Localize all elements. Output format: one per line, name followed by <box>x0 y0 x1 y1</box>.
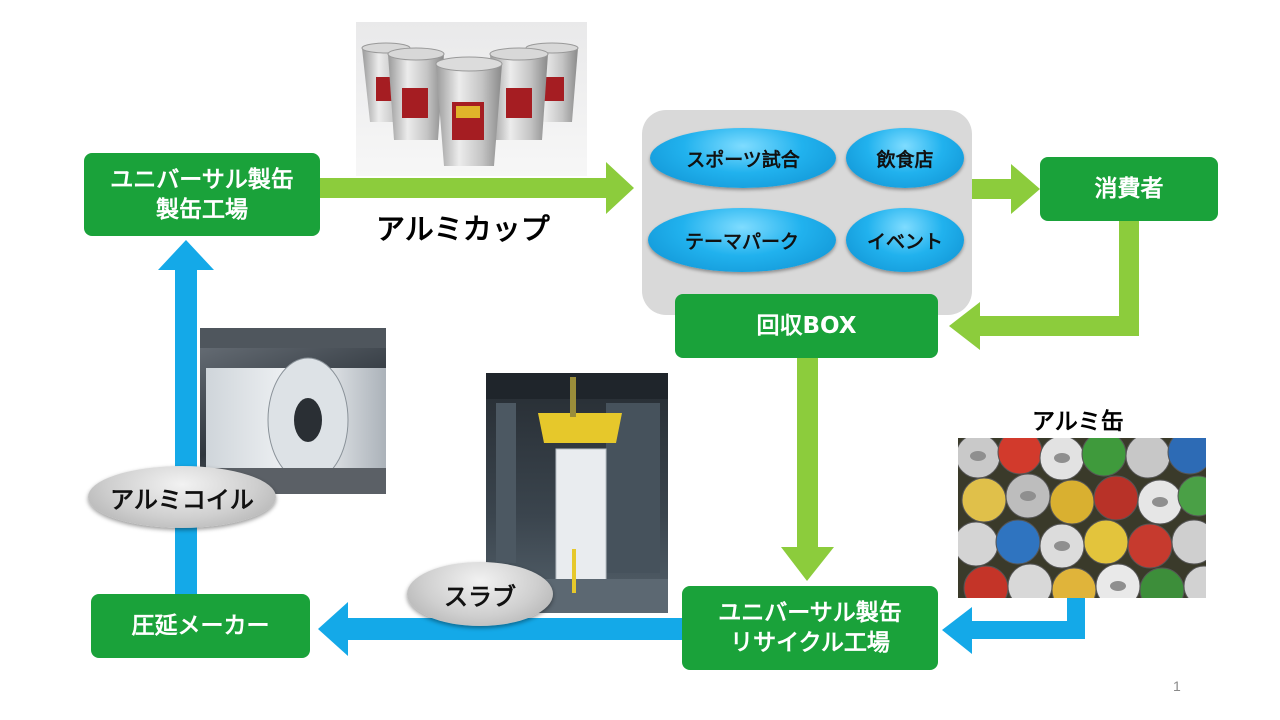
collection-box-node: 回収BOX <box>675 294 938 358</box>
arrow-consumer-to-box-head <box>949 302 980 350</box>
aluminum-cans-illustration <box>958 438 1206 598</box>
venue-event: イベント <box>846 208 964 272</box>
page-number: 1 <box>1173 678 1181 694</box>
arrow-venues-to-consumer-head <box>1011 164 1040 214</box>
can-factory-node: ユニバーサル製缶 製缶工場 <box>84 153 320 236</box>
aluminum-cups-photo <box>356 22 587 176</box>
aluminum-cans-photo <box>958 438 1206 598</box>
aluminum-cup-label: アルミカップ <box>376 212 550 246</box>
arrow-rolling-to-factory <box>175 268 197 594</box>
aluminum-coil-label: アルミコイル <box>88 466 276 528</box>
recycle-factory-node: ユニバーサル製缶 リサイクル工場 <box>682 586 938 670</box>
rolling-maker-node: 圧延メーカー <box>91 594 310 658</box>
arrow-rolling-to-factory-head <box>158 240 214 270</box>
arrow-recycle-to-rolling <box>346 618 682 640</box>
venue-theme-park: テーマパーク <box>648 208 836 272</box>
consumer-node: 消費者 <box>1040 157 1218 221</box>
arrow-cans-to-recycle-head <box>942 607 972 654</box>
arrow-factory-to-venues-head <box>606 162 634 214</box>
arrow-cans-to-recycle <box>970 598 1085 639</box>
venue-restaurant: 飲食店 <box>846 128 964 188</box>
arrow-box-to-recycle-head <box>781 547 834 581</box>
arrow-consumer-to-box <box>978 219 1139 336</box>
arrow-venues-to-consumer <box>970 179 1012 199</box>
arrow-box-to-recycle <box>797 357 818 549</box>
arrow-factory-to-venues <box>318 178 608 198</box>
aluminum-can-label: アルミ缶 <box>1032 409 1124 435</box>
slab-label: スラブ <box>407 562 553 626</box>
venue-sports-game: スポーツ試合 <box>650 128 836 188</box>
arrow-recycle-to-rolling-head <box>318 602 348 656</box>
aluminum-cups-illustration <box>361 42 579 166</box>
